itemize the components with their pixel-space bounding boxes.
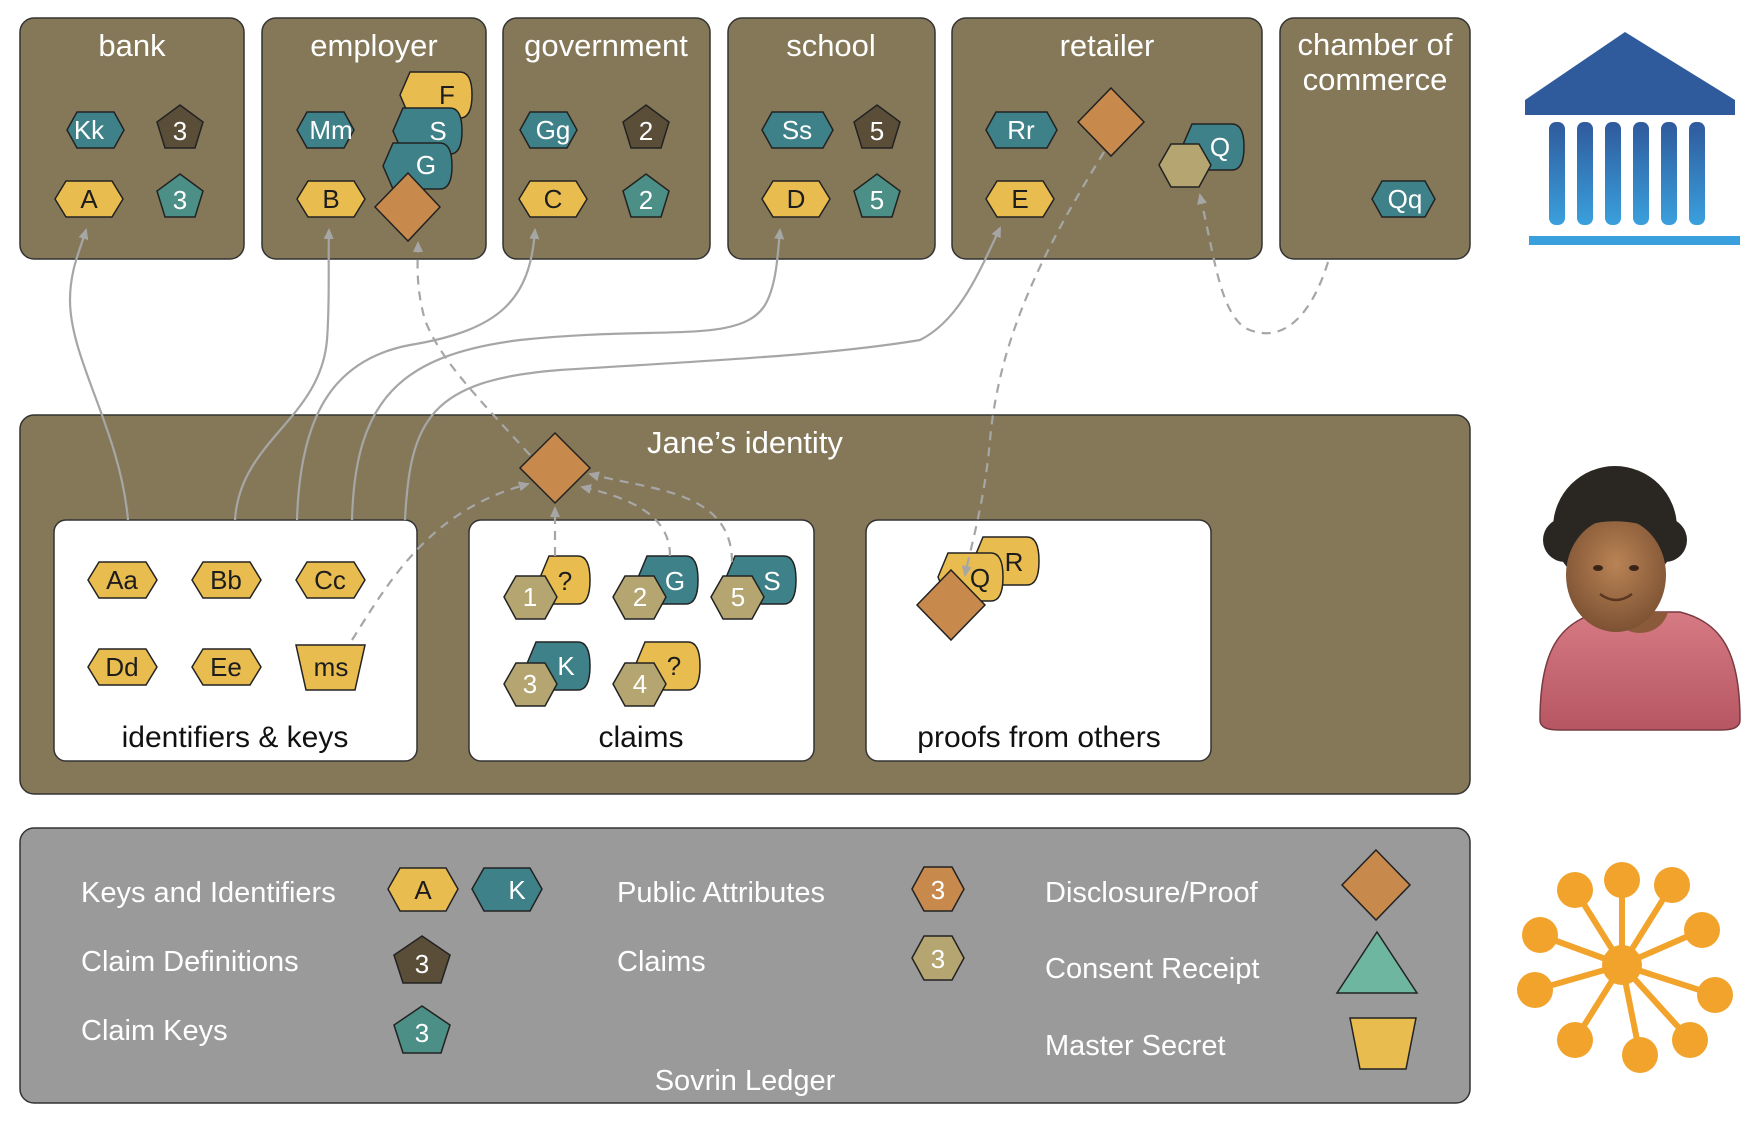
identity-disclosure-diamond xyxy=(518,431,592,505)
claim-2: 2 xyxy=(633,582,647,612)
legend-master-label: Master Secret xyxy=(1045,1030,1226,1062)
chamber-key-label: Qq xyxy=(1388,184,1423,214)
retailer-q-label: Q xyxy=(1210,132,1230,162)
identifier-bb: Bb xyxy=(210,565,242,595)
legend-claim-def-item: 3 xyxy=(415,949,429,979)
employer-g-label: G xyxy=(416,150,436,180)
bank-claimkey-label: 3 xyxy=(173,185,187,215)
proofs-label: proofs from others xyxy=(917,721,1160,754)
legend-public-attr-label: Public Attributes xyxy=(617,877,825,909)
identifier-aa: Aa xyxy=(106,565,138,595)
claim-1: 1 xyxy=(523,582,537,612)
org-retailer: retailer Rr E Q xyxy=(951,17,1263,260)
school-key-label: Ss xyxy=(782,115,812,145)
legend-claims-label: Claims xyxy=(617,946,706,978)
identifier-cc: Cc xyxy=(314,565,346,595)
legend-title: Sovrin Ledger xyxy=(655,1065,836,1097)
identifier-dd: Dd xyxy=(105,652,138,682)
proof-q: Q xyxy=(970,563,990,593)
legend-key-a: A xyxy=(414,875,432,905)
claim-g: G xyxy=(665,566,685,596)
org-title-bank: bank xyxy=(98,28,166,63)
org-title-employer: employer xyxy=(310,28,438,63)
legend-disclosure-label: Disclosure/Proof xyxy=(1045,877,1259,909)
identifiers-label: identifiers & keys xyxy=(122,721,349,754)
identifier-ee: Ee xyxy=(210,652,242,682)
claim-q2: ? xyxy=(667,651,681,681)
legend-consent-label: Consent Receipt xyxy=(1045,953,1259,985)
legend-disclosure-diamond xyxy=(1340,848,1412,922)
claim-k: K xyxy=(557,651,575,681)
bank-key-label: Kk xyxy=(74,115,105,145)
org-title-chamber-line2: commerce xyxy=(1303,62,1448,97)
bank-claimdef-label: 3 xyxy=(173,116,187,146)
janes-identity-panel: Jane’s identity Aa Bb Cc Dd Ee ms identi… xyxy=(19,414,1471,795)
org-chamber-of-commerce: chamber of commerce Qq xyxy=(1279,17,1471,260)
employer-s-label: S xyxy=(429,116,446,146)
retailer-key-label: Rr xyxy=(1007,115,1035,145)
retailer-identifier-label: E xyxy=(1011,184,1028,214)
identity-title: Jane’s identity xyxy=(647,425,843,460)
claim-4: 4 xyxy=(633,669,647,699)
bank-identifier-label: A xyxy=(80,184,98,214)
org-title-school: school xyxy=(786,28,876,63)
connectors xyxy=(68,151,1330,641)
claim-3: 3 xyxy=(523,669,537,699)
government-key-label: Gg xyxy=(536,115,571,145)
org-employer: employer Mm F S G B xyxy=(261,17,487,260)
org-bank: bank Kk 3 A 3 xyxy=(19,17,245,260)
legend-claims-item: 3 xyxy=(931,944,945,974)
sovrin-ledger-legend: Keys and Identifiers A K Claim Definitio… xyxy=(19,827,1471,1104)
identifier-ms: ms xyxy=(314,652,349,682)
legend-consent-triangle xyxy=(1335,930,1419,994)
org-government: government Gg 2 C 2 xyxy=(502,17,711,260)
government-claimkey-label: 2 xyxy=(639,185,653,215)
school-identifier-label: D xyxy=(787,184,806,214)
identifier-shape xyxy=(54,180,124,218)
legend-keys-label: Keys and Identifiers xyxy=(81,877,336,909)
claim-s: S xyxy=(763,566,780,596)
disclosure-diamond xyxy=(373,171,442,243)
school-claimkey-label: 5 xyxy=(870,185,884,215)
school-claimdef-label: 5 xyxy=(870,116,884,146)
master-secret-shape xyxy=(295,644,366,691)
legend-key-k: K xyxy=(508,875,526,905)
government-claimdef-label: 2 xyxy=(639,116,653,146)
org-title-retailer: retailer xyxy=(1060,28,1155,63)
employer-identifier-label: B xyxy=(322,184,339,214)
legend-claim-keys-label: Claim Keys xyxy=(81,1015,228,1047)
claims-label: claims xyxy=(598,721,683,754)
bank-building-icon xyxy=(1525,32,1740,245)
proof-r: R xyxy=(1005,547,1024,577)
claim-key-shape xyxy=(156,173,204,218)
key-shape xyxy=(66,111,125,149)
person-avatar-icon xyxy=(1539,466,1741,731)
claim-5: 5 xyxy=(731,582,745,612)
org-title-chamber-line1: chamber of xyxy=(1297,27,1452,62)
claim-q1: ? xyxy=(558,566,572,596)
claim-def-shape xyxy=(156,104,204,149)
employer-key-label: Mm xyxy=(309,115,352,145)
org-title-government: government xyxy=(524,28,688,63)
org-school: school Ss 5 D 5 xyxy=(727,17,936,260)
legend-claim-keys-item: 3 xyxy=(415,1018,429,1048)
network-hub-icon xyxy=(1517,862,1733,1073)
employer-f-label: F xyxy=(439,80,455,110)
legend-claim-def-label: Claim Definitions xyxy=(81,946,299,978)
legend-public-attr-item: 3 xyxy=(931,875,945,905)
legend-master-secret xyxy=(1349,1017,1417,1070)
government-identifier-label: C xyxy=(544,184,563,214)
